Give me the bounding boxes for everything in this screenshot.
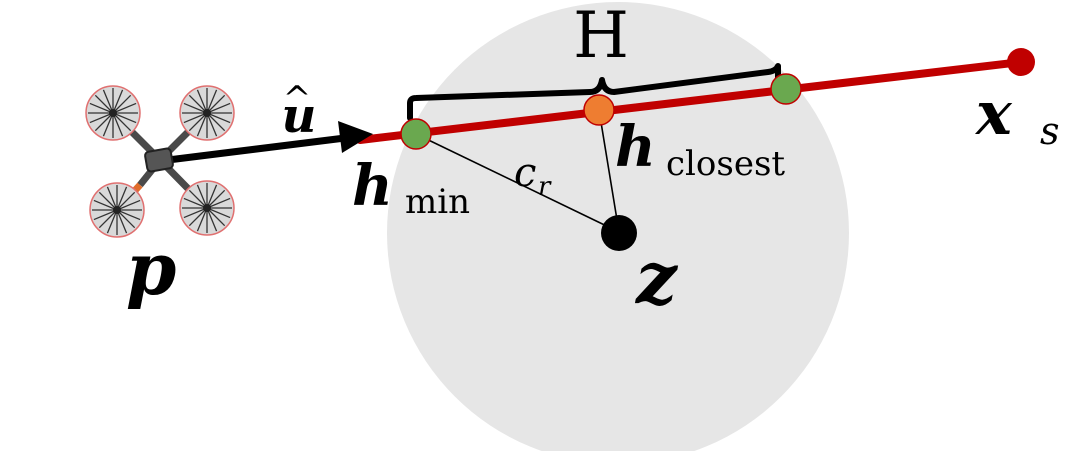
h-min-subscript: min [405,182,470,222]
h-closest-point [583,94,615,126]
radius-subscript: r [538,172,552,202]
horizon-brace [407,63,781,121]
drone-icon [85,85,235,238]
center-label: z [634,235,679,320]
target-subscript: s [1040,109,1060,153]
h-closest-label: h [615,114,656,180]
path-line [356,58,1025,144]
h-closest-subscript: closest [666,144,785,184]
h-min-point [400,118,432,150]
center-point [601,215,637,251]
radius-label: c [514,150,536,196]
direction-arrow-head [338,121,373,153]
direction-label: u [282,88,317,144]
target-point [1007,48,1035,76]
rotor-icon [89,182,145,238]
target-label: x [974,79,1013,149]
rotor-icon [179,85,235,141]
start-label: p [126,226,176,311]
radius-line [415,133,620,233]
direction-arrow-shaft [159,134,346,165]
closest-line [598,109,620,233]
h-min-label: h [352,153,393,219]
direction-hat: ^ [283,79,312,119]
rotor-icon [179,180,235,236]
horizon-label: H [573,0,629,73]
h-max-point [770,73,802,105]
rotor-icon [85,85,141,141]
